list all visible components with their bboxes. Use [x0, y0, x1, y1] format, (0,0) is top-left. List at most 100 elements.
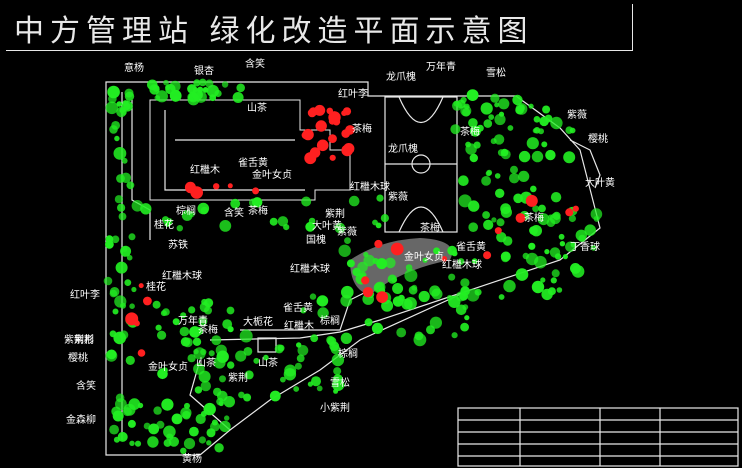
tree-symbol — [297, 345, 309, 356]
tree-symbol — [193, 79, 201, 87]
tree-symbol — [317, 307, 329, 319]
tree-symbol — [269, 217, 278, 226]
tree-symbol — [180, 407, 192, 419]
tree-symbol — [111, 121, 120, 130]
tree-symbol — [208, 350, 215, 357]
tree-symbol — [483, 219, 494, 230]
tree-symbol — [103, 276, 113, 286]
tree-symbol — [117, 203, 126, 212]
tree-symbol — [331, 353, 345, 367]
label-l32: 红檵木球 — [442, 258, 482, 271]
tree-symbol — [113, 147, 127, 160]
tree-symbol — [498, 294, 505, 300]
red-tree-symbol — [362, 287, 374, 298]
tree-symbol — [188, 306, 196, 314]
tree-symbol — [490, 138, 497, 145]
red-tree-symbol — [301, 131, 309, 139]
tree-symbol — [471, 258, 478, 265]
tree-symbol — [195, 327, 204, 336]
tree-symbol — [464, 315, 470, 321]
tree-symbol — [200, 380, 211, 392]
tree-symbol — [121, 157, 128, 164]
tree-symbol — [230, 198, 241, 209]
tree-symbol — [263, 354, 269, 361]
label-l14: 雀舌黄 — [238, 156, 268, 169]
tree-symbol — [481, 176, 491, 186]
tree-symbol — [515, 103, 528, 115]
tree-symbol — [157, 368, 168, 380]
tree-symbol — [227, 361, 235, 369]
red-tree-symbol — [494, 227, 502, 235]
tree-symbol — [296, 342, 302, 348]
tree-symbol — [550, 116, 563, 130]
tree-symbol — [284, 364, 297, 377]
tree-symbol — [376, 194, 384, 202]
red-tree-layer — [125, 104, 579, 357]
tree-symbol — [124, 279, 132, 286]
tree-symbol — [206, 84, 219, 98]
tree-symbol — [404, 297, 417, 310]
red-tree-symbol — [328, 111, 341, 124]
tree-symbol — [114, 135, 120, 142]
tree-symbol — [124, 91, 135, 102]
label-l15: 金叶女贞 — [252, 168, 292, 181]
label-l30: 雀舌黄 — [456, 240, 486, 253]
label-l19: 茶梅 — [248, 204, 268, 217]
tree-symbol — [189, 426, 199, 437]
tree-symbol — [533, 116, 541, 123]
tree-symbol — [192, 337, 202, 346]
tree-symbol — [116, 101, 123, 107]
tree-symbol — [414, 331, 424, 341]
tree-symbol — [293, 386, 300, 392]
tree-symbol — [552, 211, 561, 220]
tree-symbol — [226, 306, 235, 315]
tree-symbol — [364, 318, 373, 327]
label-l6: 龙爪槐 — [386, 70, 416, 83]
tree-symbol — [584, 224, 596, 236]
label-l52: 紫荆 — [74, 333, 94, 346]
red-tree-symbol — [376, 291, 388, 303]
tree-symbol — [180, 447, 187, 454]
tree-symbol — [152, 85, 160, 92]
tree-symbol — [243, 347, 253, 356]
label-l21: 苏铁 — [168, 238, 188, 251]
label-l24: 紫薇 — [388, 191, 408, 203]
tree-symbol — [341, 285, 354, 299]
tree-symbol — [559, 241, 566, 247]
tree-symbol — [480, 102, 493, 115]
tree-symbol — [495, 188, 505, 198]
tree-symbol — [316, 385, 323, 392]
red-tree-symbol — [341, 129, 351, 138]
tree-symbol — [126, 254, 133, 261]
tree-symbol — [309, 293, 317, 300]
tree-symbol — [181, 210, 193, 221]
tree-symbol — [509, 173, 520, 184]
red-tree-symbol — [252, 187, 260, 195]
tree-symbol — [490, 93, 500, 103]
tree-symbol — [460, 278, 470, 288]
tree-symbol — [333, 388, 339, 394]
tree-symbol — [109, 287, 120, 297]
tree-symbol — [507, 125, 514, 131]
tree-symbol — [163, 439, 172, 447]
label-l16: 龙爪槐 — [388, 142, 418, 155]
tree-symbol — [500, 206, 512, 218]
tree-symbol — [340, 332, 353, 344]
tree-symbol — [112, 410, 124, 422]
title-frame — [6, 4, 633, 51]
label-l34: 茶梅 — [420, 221, 440, 234]
tree-symbol — [172, 96, 178, 102]
tree-symbol — [491, 217, 497, 223]
tree-symbol — [515, 268, 529, 281]
tree-symbol — [180, 312, 187, 319]
tree-symbol — [550, 192, 562, 203]
tree-symbol — [300, 307, 307, 314]
label-l25: 大叶黄 — [585, 176, 615, 189]
tree-symbol — [222, 319, 233, 329]
tree-symbol — [541, 141, 548, 148]
tree-symbol — [544, 249, 550, 255]
tree-symbol — [148, 423, 160, 435]
tree-symbol — [455, 304, 467, 316]
tree-symbol — [214, 443, 224, 453]
tree-symbol — [165, 217, 173, 225]
